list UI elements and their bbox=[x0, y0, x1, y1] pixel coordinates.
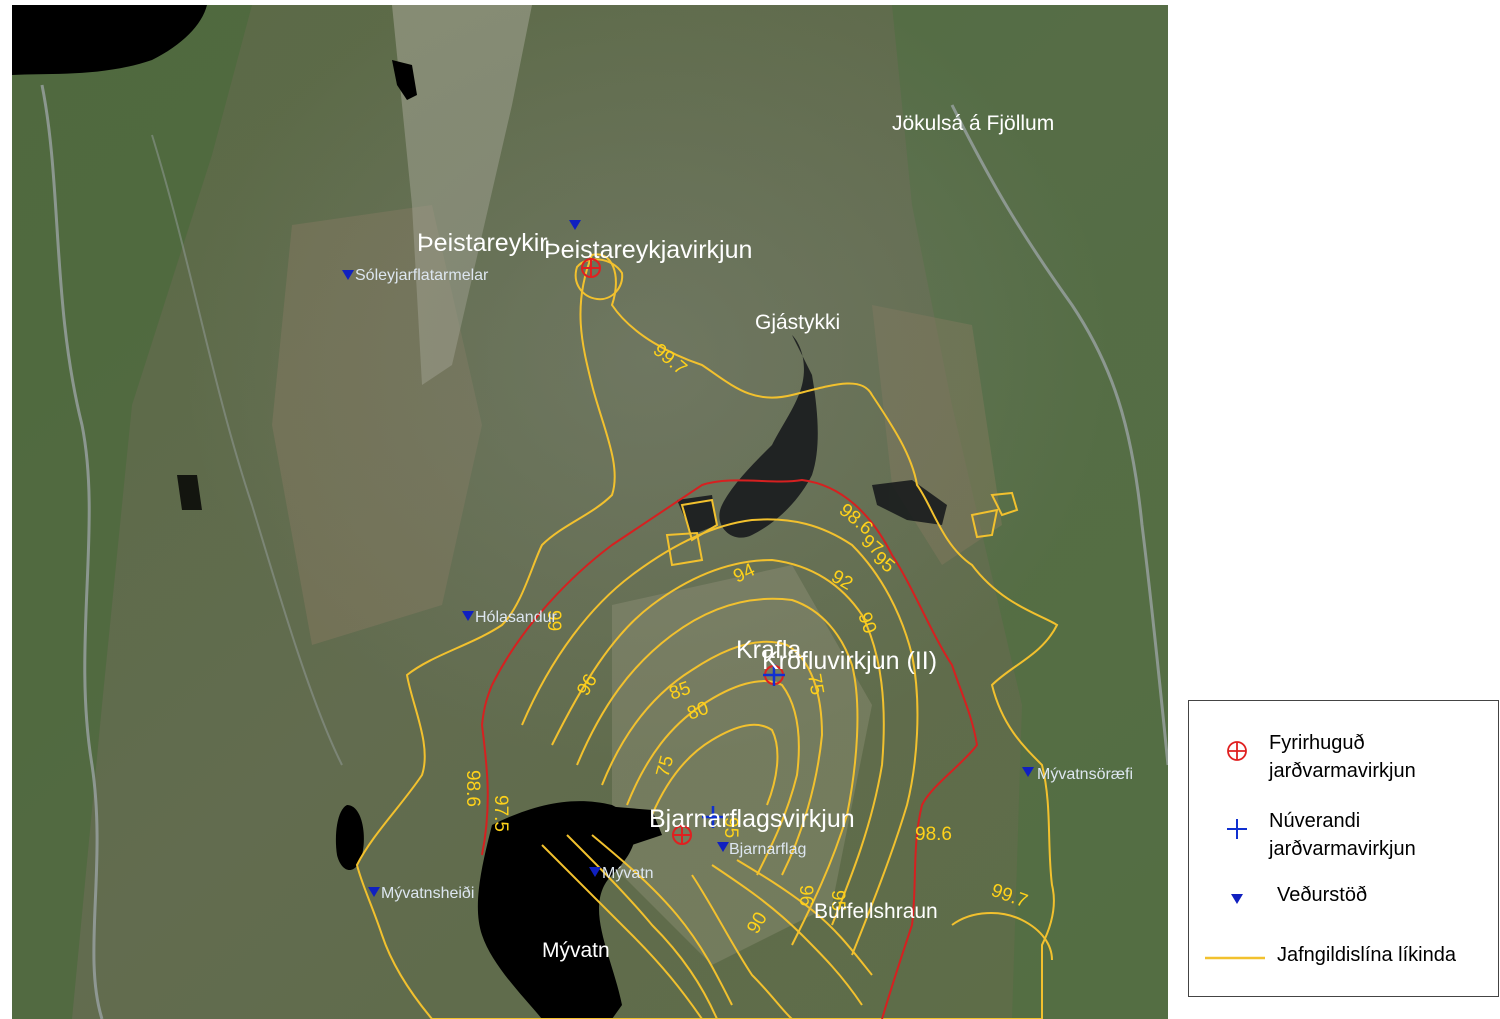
contour-label: 95 bbox=[720, 817, 741, 838]
power-plants bbox=[581, 258, 785, 845]
place-label: Gjástykki bbox=[755, 311, 840, 334]
line-icon bbox=[1205, 956, 1265, 960]
satellite-map[interactable]: 99.7 98.6 97 95 92 94 90 99 96 85 80 75 … bbox=[12, 5, 1168, 1019]
place-label: Bjarnarflagsvirkjun bbox=[649, 805, 855, 833]
triangle-down-icon bbox=[569, 220, 581, 230]
triangle-down-icon bbox=[1231, 894, 1243, 904]
station-label: Mývatnsheiði bbox=[381, 885, 474, 902]
triangle-down-icon bbox=[342, 270, 354, 280]
station-label: Bjarnarflag bbox=[729, 841, 806, 858]
station-label: Mývatn bbox=[602, 865, 654, 882]
triangle-down-icon bbox=[717, 842, 729, 852]
planned-plant-bjarnarflag bbox=[672, 825, 692, 845]
contour-label: 96 bbox=[795, 885, 816, 906]
contour-label: 75 bbox=[803, 672, 827, 696]
circle-plus-icon bbox=[1227, 741, 1247, 761]
station-label: Hólasandur bbox=[475, 609, 558, 626]
place-label: Búrfellshraun bbox=[814, 900, 938, 923]
contour-label: 97.5 bbox=[490, 795, 511, 832]
legend-label: Veðurstöð bbox=[1277, 884, 1368, 906]
weather-stations bbox=[342, 220, 1034, 897]
contour-label: 99 bbox=[543, 610, 564, 631]
legend-label: Núverandi jarðvarmavirkjun bbox=[1269, 810, 1416, 860]
legend-label: Fyrirhuguð jarðvarmavirkjun bbox=[1269, 732, 1416, 782]
place-labels: Jökulsá á Fjöllum Þeistareykir Þeistarey… bbox=[417, 112, 1054, 962]
place-label: Mývatn bbox=[542, 939, 610, 962]
place-label: Jökulsá á Fjöllum bbox=[892, 112, 1054, 135]
triangle-down-icon bbox=[589, 867, 601, 877]
contour-label: 95 bbox=[827, 890, 848, 911]
legend-label: Jafngildislína líkinda bbox=[1277, 944, 1456, 966]
place-label: Þeistareykjavirkjun bbox=[544, 236, 752, 264]
map-legend: Fyrirhuguð jarðvarmavirkjun Núverandi ja… bbox=[1188, 700, 1499, 997]
contour-label: 98.6 bbox=[915, 824, 952, 845]
place-label: Kröfluvirkjun (II) bbox=[762, 647, 937, 675]
triangle-down-icon bbox=[1022, 767, 1034, 777]
station-label: Mývatnsöræfi bbox=[1037, 766, 1133, 783]
contour-label: 98.6 bbox=[462, 770, 483, 807]
planned-plant-theistareykir bbox=[581, 258, 601, 278]
current-plant-krafla bbox=[763, 664, 785, 686]
plus-icon bbox=[1227, 819, 1247, 839]
water-bodies bbox=[12, 5, 662, 1019]
place-label: Þeistareykir bbox=[417, 229, 548, 257]
station-labels: Sóleyjarflatarmelar Hólasandur Mývatnsör… bbox=[355, 267, 1133, 902]
triangle-down-icon bbox=[462, 611, 474, 621]
place-label: Krafla bbox=[736, 636, 801, 664]
station-label: Sóleyjarflatarmelar bbox=[355, 267, 489, 284]
rivers bbox=[40, 84, 1168, 1019]
probability-contours bbox=[355, 253, 1059, 1019]
current-plant-bjarnarflag bbox=[702, 806, 724, 828]
triangle-down-icon bbox=[368, 887, 380, 897]
